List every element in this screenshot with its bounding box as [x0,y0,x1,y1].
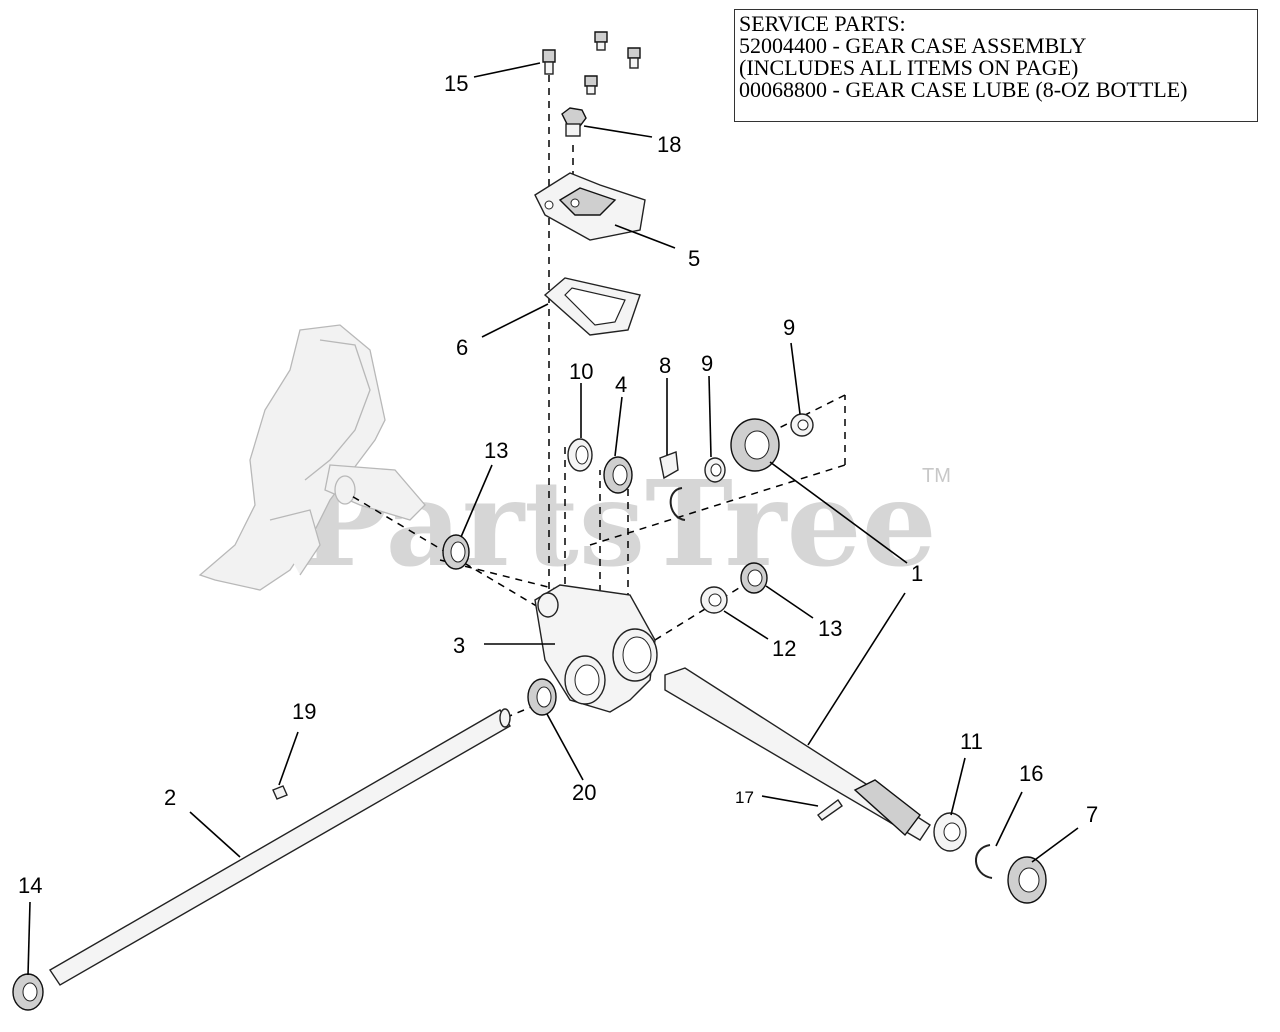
bolt-extra-2 [627,47,641,69]
bearing-14 [12,973,44,1011]
woodruff-key-17 [817,798,843,821]
callout-9-right: 9 [783,315,795,340]
seal-13-left [442,534,470,570]
callout-10: 10 [569,359,593,384]
bearing-7 [1007,856,1047,904]
bearing-11 [933,812,967,852]
watermark-trademark: TM [922,465,951,487]
callout-20: 20 [572,780,596,805]
seal-13-right [740,562,768,594]
service-parts-line-2: 52004400 - GEAR CASE ASSEMBLY [739,33,1087,58]
shear-key-19 [272,785,288,800]
callout-14: 14 [18,873,42,898]
callout-18: 18 [657,132,681,157]
service-parts-line-1: SERVICE PARTS: [739,11,906,36]
callout-17: 17 [735,788,754,807]
callout-labels: 15 18 5 6 10 4 8 9 9 13 13 12 1 3 19 2 2… [18,71,1098,898]
snap-ring-16 [975,844,993,879]
callout-7: 7 [1086,802,1098,827]
callout-2: 2 [164,785,176,810]
callout-4: 4 [615,372,627,397]
service-parts-line-3: (INCLUDES ALL ITEMS ON PAGE) [739,55,1079,80]
callout-15: 15 [444,71,468,96]
service-parts-line-4: 00068800 - GEAR CASE LUBE (8-OZ BOTTLE) [739,77,1188,102]
callout-1: 1 [911,561,923,586]
callout-9-left: 9 [701,351,713,376]
auger-housing-ghost [198,324,426,591]
bolt-extra-3 [584,75,598,95]
bushing-10 [567,438,593,472]
leader-lines [27,62,1079,976]
gear-case-housing-3 [534,584,658,713]
callout-3: 3 [453,633,465,658]
service-parts-box: SERVICE PARTS: 52004400 - GEAR CASE ASSE… [734,9,1258,122]
worm-shaft-1 [664,667,931,841]
retaining-clip-8 [659,451,686,521]
seal-20 [527,678,557,716]
callout-19: 19 [292,699,316,724]
callout-8: 8 [659,353,671,378]
callout-13-left: 13 [484,438,508,463]
callout-13-right: 13 [818,616,842,641]
callout-11: 11 [960,729,983,754]
gasket-6 [543,277,641,336]
washer-12 [700,586,728,614]
thrust-washer-9a [704,457,726,483]
auger-shaft-2 [49,708,511,986]
bolt-15 [542,49,556,75]
fill-plug-18 [561,107,587,137]
worm-gear-wheel [730,418,780,472]
callout-6: 6 [456,335,468,360]
thrust-collar-4 [603,456,633,494]
bolt-extra-1 [594,31,608,51]
thrust-washer-9b [790,413,814,437]
callout-12: 12 [772,636,796,661]
callout-5: 5 [688,246,700,271]
gear-case-cover-5 [534,172,646,241]
callout-16: 16 [1019,761,1043,786]
